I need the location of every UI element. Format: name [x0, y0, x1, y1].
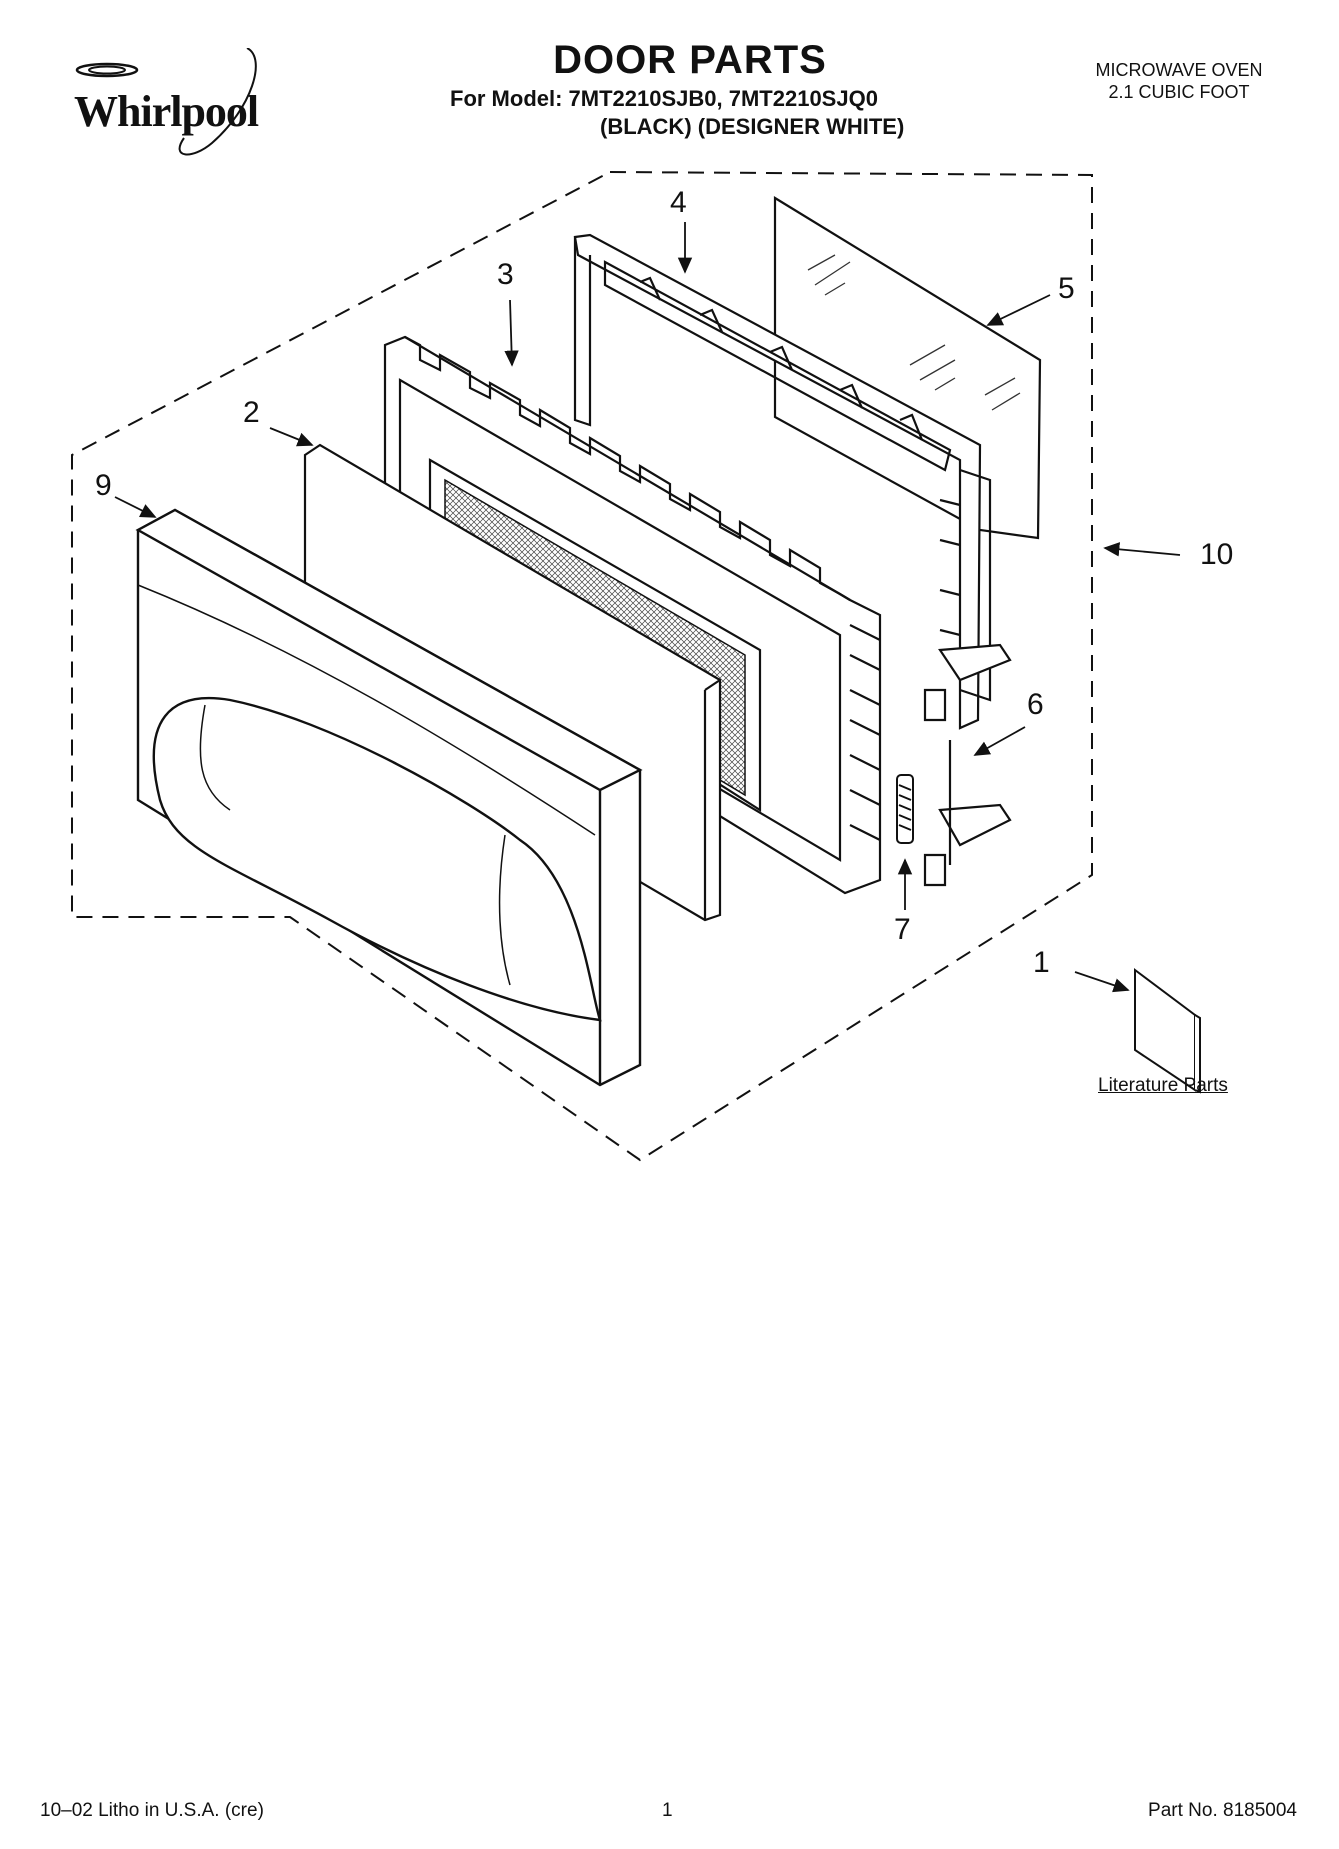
callout-leaders	[114, 222, 1181, 993]
page-title: DOOR PARTS	[553, 38, 827, 82]
assembly-boundary	[71, 170, 1093, 1162]
page-number: 1	[662, 1800, 673, 1821]
callout-6: 6	[1027, 688, 1044, 721]
callout-10: 10	[1200, 538, 1234, 571]
brand-logo-text: Whirlpool	[74, 87, 259, 136]
callout-4: 4	[670, 186, 687, 219]
whirlpool-logo: Whirlpool	[62, 47, 302, 168]
part-number: Part No. 8185004	[1148, 1800, 1297, 1821]
whirlpool-swirl-icon	[75, 47, 257, 156]
model-numbers: For Model: 7MT2210SJB0, 7MT2210SJQ0	[450, 86, 878, 111]
footer-print-info: 10–02 Litho in U.S.A. (cre)	[40, 1800, 264, 1821]
callout-3: 3	[497, 258, 514, 291]
callout-9: 9	[95, 469, 112, 502]
part-1-literature	[1134, 968, 1201, 1094]
callout-5: 5	[1058, 272, 1075, 305]
product-capacity: 2.1 CUBIC FOOT	[1108, 82, 1250, 102]
callout-1: 1	[1033, 946, 1050, 979]
part-7-spring	[896, 774, 914, 844]
model-colors: (BLACK) (DESIGNER WHITE)	[600, 114, 905, 139]
part-4-door-frame	[573, 233, 1012, 887]
callout-2: 2	[243, 396, 260, 429]
product-type: MICROWAVE OVEN	[1095, 60, 1263, 80]
callout-7: 7	[894, 913, 911, 946]
literature-parts-label: Literature Parts	[1098, 1075, 1228, 1096]
part-9-outer-door	[135, 508, 643, 1087]
